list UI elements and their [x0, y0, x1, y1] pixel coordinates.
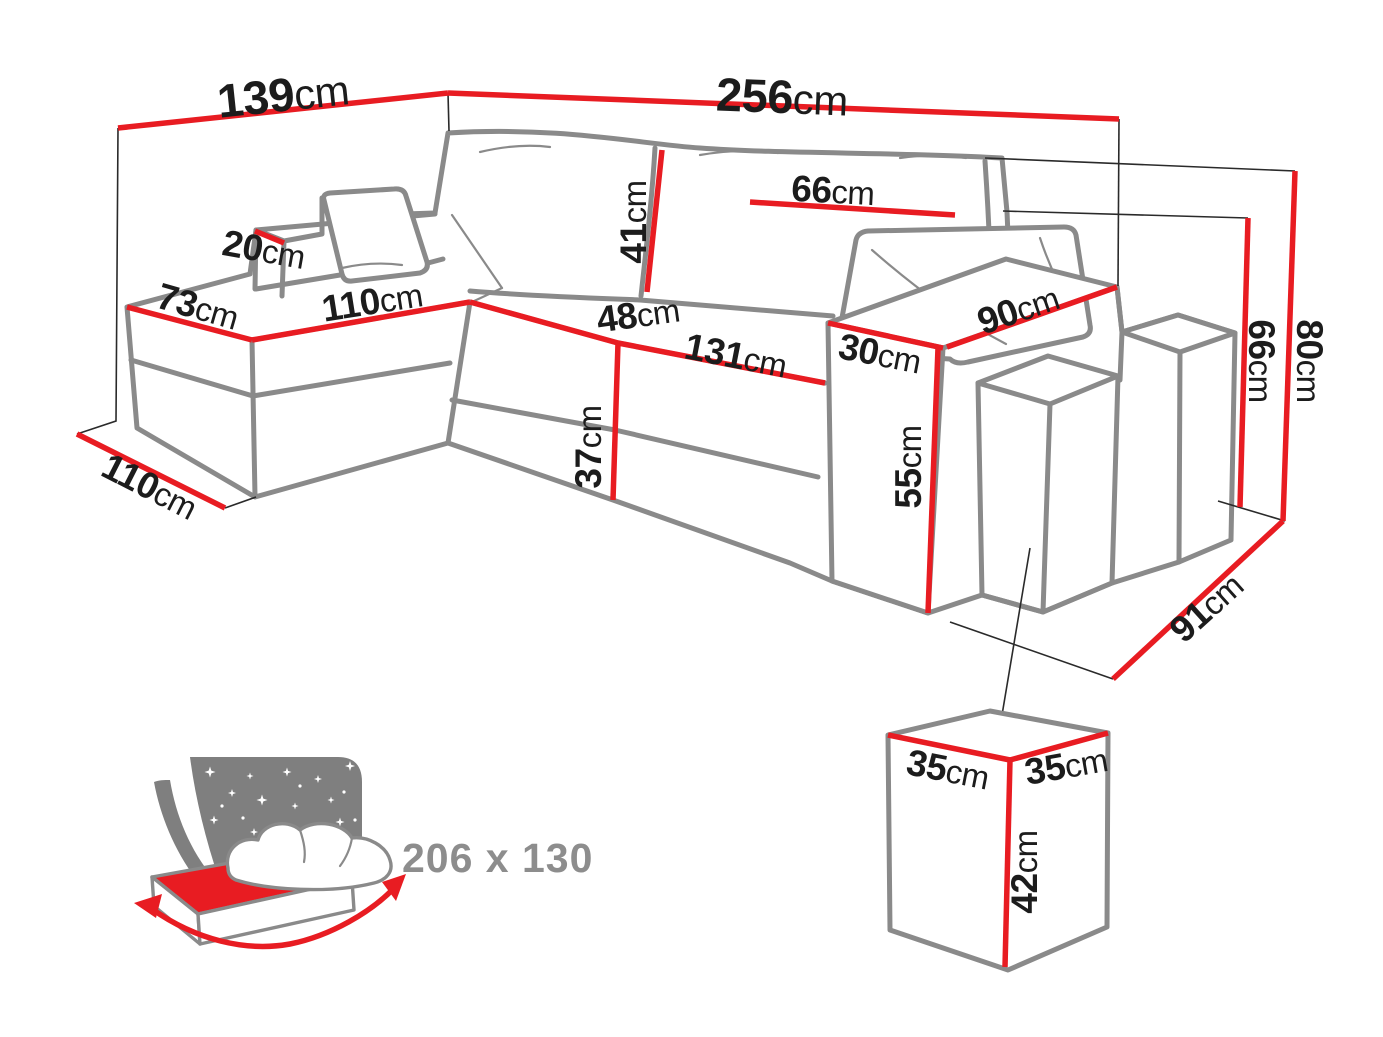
- dimension-line-pouf-width: [887, 732, 1011, 763]
- dim-label-pouf-height: 42cm: [1004, 830, 1045, 913]
- dimension-line-armrest-depth: [946, 284, 1118, 350]
- pouf-1: [975, 353, 1121, 615]
- star-icon: [282, 767, 292, 777]
- bed-sleep-icon: [134, 757, 406, 950]
- dim-label-pouf-depth: 35cm: [1022, 738, 1111, 793]
- pouf-2: [1117, 312, 1238, 565]
- star-icon: [335, 817, 345, 827]
- extension-chaise-depth-end: [224, 496, 257, 509]
- extension-right-vertical: [1117, 118, 1120, 287]
- bed-duvet: [225, 821, 393, 892]
- dim-label-seat-height: 37cm: [568, 405, 609, 488]
- moon-swoosh: [154, 780, 214, 879]
- sofa-drawing: [124, 128, 1238, 616]
- dim-label-sofa-depth: 91cm: [1162, 564, 1251, 650]
- dimension-line-seat-length: [617, 340, 826, 386]
- star-icon: [345, 761, 355, 771]
- dimension-line-cushion-width: [749, 199, 956, 218]
- star-icon: [256, 794, 268, 806]
- dim-label-seat-depth: 48cm: [594, 288, 682, 340]
- dimension-line-total-height: [1280, 170, 1298, 522]
- pouf-detail-cube: [885, 708, 1111, 973]
- dim-label-total-height: 80cm: [1289, 319, 1330, 402]
- dimension-line-sofa-depth: [1111, 518, 1285, 682]
- star-icon: [327, 796, 335, 804]
- pouf-cube-icon: [885, 708, 1111, 973]
- dimension-line-chaise-length: [251, 299, 471, 343]
- dimension-line-chaise-depth: [75, 431, 227, 511]
- star-icon: [204, 766, 216, 778]
- dimension-line-pouf-depth: [1009, 730, 1109, 763]
- dimension-line-seat-height: [610, 342, 621, 501]
- extension-backrest-height-top: [1002, 210, 1249, 219]
- dimension-line-armrest-width: [827, 320, 944, 351]
- star-icon: [291, 802, 299, 810]
- chaise-pillow: [321, 186, 430, 284]
- extension-sofa-depth-bottom: [949, 621, 1114, 680]
- extension-back-corner: [447, 92, 450, 132]
- dim-label-cushion-height: 41cm: [613, 180, 654, 263]
- dimension-line-seat-depth: [469, 299, 619, 346]
- dimension-line-cushion-height: [644, 149, 665, 293]
- dim-label-back-total: 256cm: [715, 67, 849, 125]
- dimension-line-chaise-end: [126, 304, 253, 343]
- dimension-line-pouf-height: [1002, 759, 1013, 968]
- dim-label-back-left: 139cm: [215, 61, 352, 127]
- unfold-arrow-icon: [134, 874, 406, 950]
- sleeping-size-label: 206 x 130: [402, 835, 593, 881]
- dimension-line-armrest-height: [925, 347, 941, 614]
- dimension-lines: [75, 90, 1298, 682]
- dim-label-pouf-width: 35cm: [903, 741, 992, 797]
- dim-label-rail-width: 20cm: [219, 222, 308, 277]
- bed-mattress: [150, 821, 393, 946]
- dim-label-armrest-height: 55cm: [888, 425, 929, 508]
- extension-sofa-depth-top: [1217, 500, 1286, 522]
- star-icon: [202, 846, 210, 854]
- dim-label-chaise-length: 110cm: [319, 273, 425, 329]
- dim-label-cushion-width: 66cm: [790, 168, 875, 213]
- dim-label-armrest-width: 30cm: [835, 325, 924, 381]
- extension-total-height-top: [984, 157, 1296, 172]
- extension-left-vertical: [76, 127, 119, 435]
- star-icon: [228, 789, 236, 797]
- pouf-leader-line: [999, 547, 1031, 728]
- dimension-line-back-left: [117, 90, 449, 131]
- dimension-line-backrest-height: [1237, 217, 1251, 508]
- star-icon: [314, 775, 322, 783]
- sleeping-function-icon: 206 x 130: [134, 757, 593, 950]
- star-icon: [209, 815, 219, 825]
- extension-lines: [76, 92, 1296, 728]
- star-icon: [250, 828, 258, 836]
- dimension-line-rail-width: [253, 228, 286, 246]
- dim-label-backrest-height: 66cm: [1241, 319, 1282, 402]
- star-icon: [246, 772, 254, 780]
- dimension-line-back-total: [447, 90, 1120, 122]
